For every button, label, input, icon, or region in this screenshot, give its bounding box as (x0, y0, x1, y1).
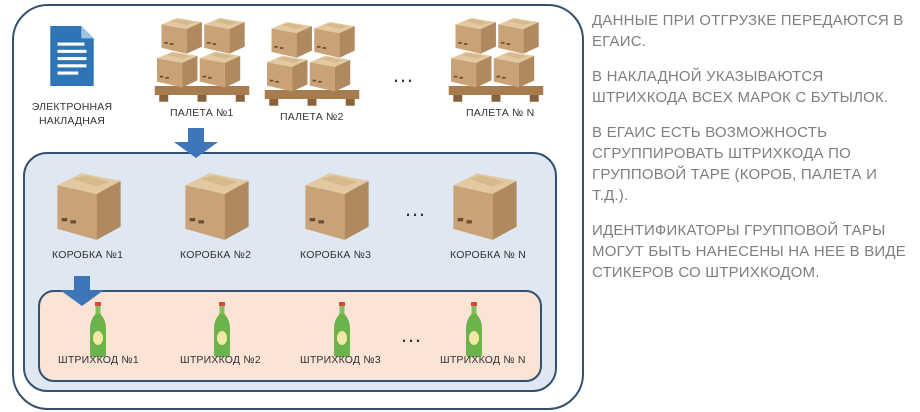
notes-panel: ДАННЫЕ ПРИ ОТГРУЗКЕ ПЕРЕДАЮТСЯ В ЕГАИС. … (592, 10, 910, 297)
ellipsis: … (392, 62, 416, 87)
note-paragraph: ИДЕНТИФИКАТОРЫ ГРУППОВОЙ ТАРЫ МОГУТ БЫТЬ… (592, 222, 906, 281)
box-label: КОРОБКА №1 (52, 249, 124, 261)
barcode-label: ШТРИХКОД №3 (300, 354, 381, 366)
barcode-label: ШТРИХКОД №2 (180, 354, 261, 366)
box-icon (305, 173, 369, 240)
box-icon (57, 173, 121, 240)
pallet-icon (262, 18, 362, 108)
box-label: КОРОБКА №2 (180, 249, 252, 261)
ellipsis: … (400, 322, 424, 347)
barcode-label: ШТРИХКОД №1 (58, 354, 139, 366)
pallet-label: ПАЛЕТА №1 (170, 107, 234, 119)
box-label: КОРОБКА № N (450, 249, 526, 261)
box-icon (453, 173, 517, 240)
pallet-label: ПАЛЕТА № N (466, 107, 535, 119)
document-icon (50, 26, 94, 86)
bottle-icon (90, 302, 106, 357)
pallet-label: ПАЛЕТА №2 (280, 111, 344, 123)
ellipsis: … (404, 196, 428, 221)
note-paragraph: В НАКЛАДНОЙ УКАЗЫВАЮТСЯ ШТРИХКОДА ВСЕХ М… (592, 68, 889, 106)
bottle-icon (334, 302, 350, 357)
box-icon (185, 173, 249, 240)
document-label: ЭЛЕКТРОННАЯ НАКЛАДНАЯ (31, 101, 113, 127)
barcodes-panel (38, 290, 542, 382)
pallet-icon (446, 14, 546, 104)
note-paragraph: В ЕГАИС ЕСТЬ ВОЗМОЖНОСТЬ СГРУППИРОВАТЬ Ш… (592, 124, 878, 204)
down-arrow-icon (174, 128, 218, 158)
note-paragraph: ДАННЫЕ ПРИ ОТГРУЗКЕ ПЕРЕДАЮТСЯ В ЕГАИС. (592, 12, 904, 50)
bottle-icon (214, 302, 230, 357)
pallet-icon (152, 14, 252, 104)
bottle-icon (466, 302, 482, 357)
barcode-label: ШТРИХКОД № N (440, 354, 526, 366)
box-label: КОРОБКА №3 (300, 249, 372, 261)
